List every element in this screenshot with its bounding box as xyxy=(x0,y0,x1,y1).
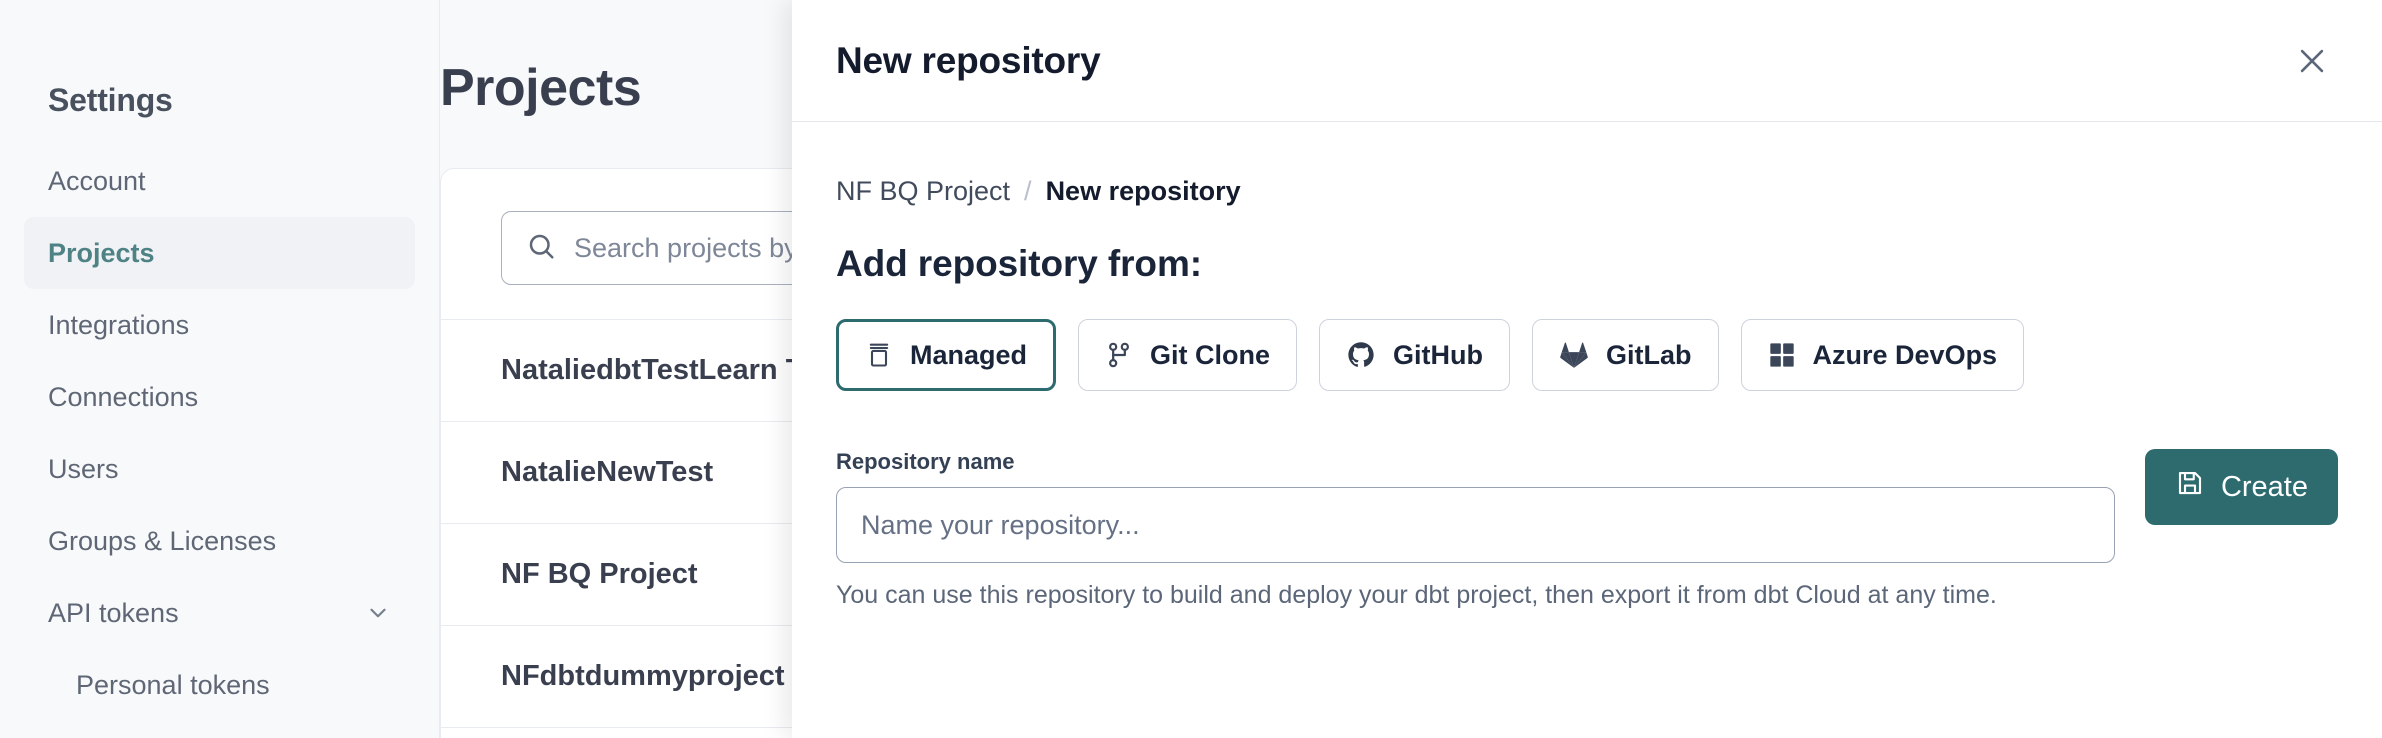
repository-name-row: Repository name You can use this reposit… xyxy=(836,449,2338,610)
create-button[interactable]: Create xyxy=(2144,449,2338,525)
search-icon xyxy=(526,231,556,266)
breadcrumb-parent-link[interactable]: NF BQ Project xyxy=(836,176,1011,206)
project-name: NatalieNewTest xyxy=(501,456,714,488)
sidebar-item-connections[interactable]: Connections xyxy=(24,361,415,433)
sidebar-item-api-tokens[interactable]: API tokens xyxy=(24,577,415,649)
sidebar-item-label: Users xyxy=(48,453,119,484)
sidebar-item-integrations[interactable]: Integrations xyxy=(24,289,415,361)
modal-title: New repository xyxy=(836,39,1101,81)
page-title: Projects xyxy=(440,59,642,117)
source-option-label: GitHub xyxy=(1393,339,1484,370)
chevron-down-icon[interactable] xyxy=(365,600,391,626)
source-option-label: Azure DevOps xyxy=(1812,339,1998,370)
repository-name-input[interactable] xyxy=(836,487,2115,563)
repository-help-text: You can use this repository to build and… xyxy=(836,581,1997,609)
create-button-label: Create xyxy=(2220,470,2308,503)
sidebar-item-label: API tokens xyxy=(48,597,179,628)
modal-body: NF BQ Project / New repository Add repos… xyxy=(792,122,2382,610)
gitlab-icon xyxy=(1559,340,1589,370)
modal-header: New repository xyxy=(792,0,2382,122)
settings-sidebar: Settings Account Projects Integrations C… xyxy=(0,0,440,738)
repository-source-options: Managed Git Clone xyxy=(836,319,2338,391)
source-option-label: Managed xyxy=(910,339,1028,370)
project-name: NF BQ Project xyxy=(501,558,698,590)
save-floppy-icon xyxy=(2175,468,2205,506)
sidebar-item-label: Connections xyxy=(48,381,199,412)
source-option-label: Git Clone xyxy=(1150,339,1271,370)
managed-database-icon xyxy=(865,341,893,369)
new-repository-modal: New repository NF BQ Project / New repos… xyxy=(792,0,2382,738)
add-repository-heading: Add repository from: xyxy=(836,243,1202,284)
sidebar-item-label: Integrations xyxy=(48,309,190,340)
sidebar-item-label: Account xyxy=(48,165,146,196)
source-option-azure-devops[interactable]: Azure DevOps xyxy=(1740,319,2025,391)
breadcrumb: NF BQ Project / New repository xyxy=(836,176,2338,207)
sidebar-title: Settings xyxy=(48,82,173,118)
sidebar-item-label: Projects xyxy=(48,237,155,268)
sidebar-item-label: Groups & Licenses xyxy=(48,525,277,556)
breadcrumb-separator: / xyxy=(1024,176,1032,206)
project-name: NFdbtdummyproject xyxy=(501,660,785,692)
source-option-gitlab[interactable]: GitLab xyxy=(1532,319,1719,391)
sidebar-item-label: Personal tokens xyxy=(76,669,270,700)
project-name: NataliedbtTestLearn T xyxy=(501,354,804,386)
close-icon[interactable] xyxy=(2286,35,2338,87)
sidebar-item-projects[interactable]: Projects xyxy=(24,217,415,289)
sidebar-item-personal-tokens[interactable]: Personal tokens xyxy=(24,649,415,721)
sidebar-item-groups-licenses[interactable]: Groups & Licenses xyxy=(24,505,415,577)
source-option-git-clone[interactable]: Git Clone xyxy=(1078,319,1298,391)
source-option-label: GitLab xyxy=(1606,339,1692,370)
sidebar-item-users[interactable]: Users xyxy=(24,433,415,505)
git-branch-icon xyxy=(1105,341,1133,369)
azure-devops-icon xyxy=(1768,341,1796,369)
source-option-managed[interactable]: Managed xyxy=(836,319,1057,391)
repository-name-label: Repository name xyxy=(836,449,1015,474)
github-icon xyxy=(1346,340,1376,370)
repository-name-field: Repository name You can use this reposit… xyxy=(836,449,2115,610)
sidebar-item-account[interactable]: Account xyxy=(24,145,415,217)
source-option-github[interactable]: GitHub xyxy=(1319,319,1511,391)
breadcrumb-current: New repository xyxy=(1045,176,1241,206)
